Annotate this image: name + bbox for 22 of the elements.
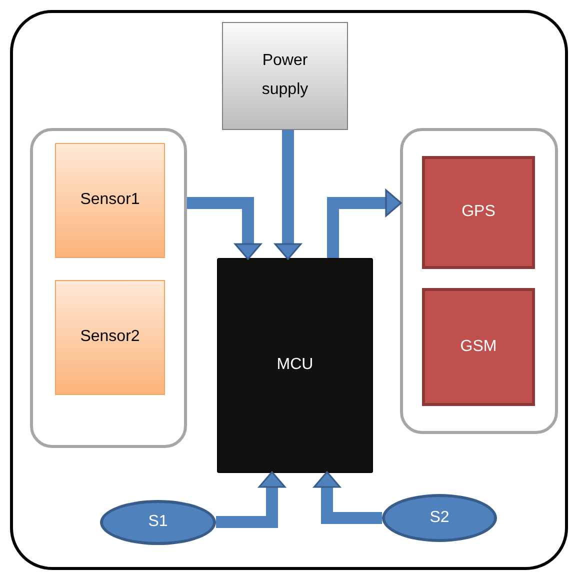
power-supply-box xyxy=(222,22,348,130)
node-label: MCU xyxy=(276,355,314,376)
node-label: GPS xyxy=(462,202,496,222)
device-frame xyxy=(10,10,568,570)
module-box xyxy=(422,288,535,406)
block-arrow xyxy=(313,471,382,524)
node-label: Power supply xyxy=(260,51,310,100)
block-arrow xyxy=(327,189,402,258)
sensor-box xyxy=(55,143,165,258)
block-arrow xyxy=(216,471,286,528)
node-label: S1 xyxy=(148,512,168,532)
module-box xyxy=(422,156,535,269)
node-label: Sensor1 xyxy=(80,190,140,210)
block-arrow xyxy=(274,130,302,260)
node-label: S2 xyxy=(430,508,450,528)
group-panel xyxy=(400,128,558,434)
sensor-box xyxy=(55,280,165,395)
mcu-box xyxy=(217,258,373,473)
node-label: Sensor2 xyxy=(80,327,140,348)
block-arrow xyxy=(187,197,262,260)
group-panel xyxy=(30,128,187,448)
node-label: GSM xyxy=(460,336,497,357)
